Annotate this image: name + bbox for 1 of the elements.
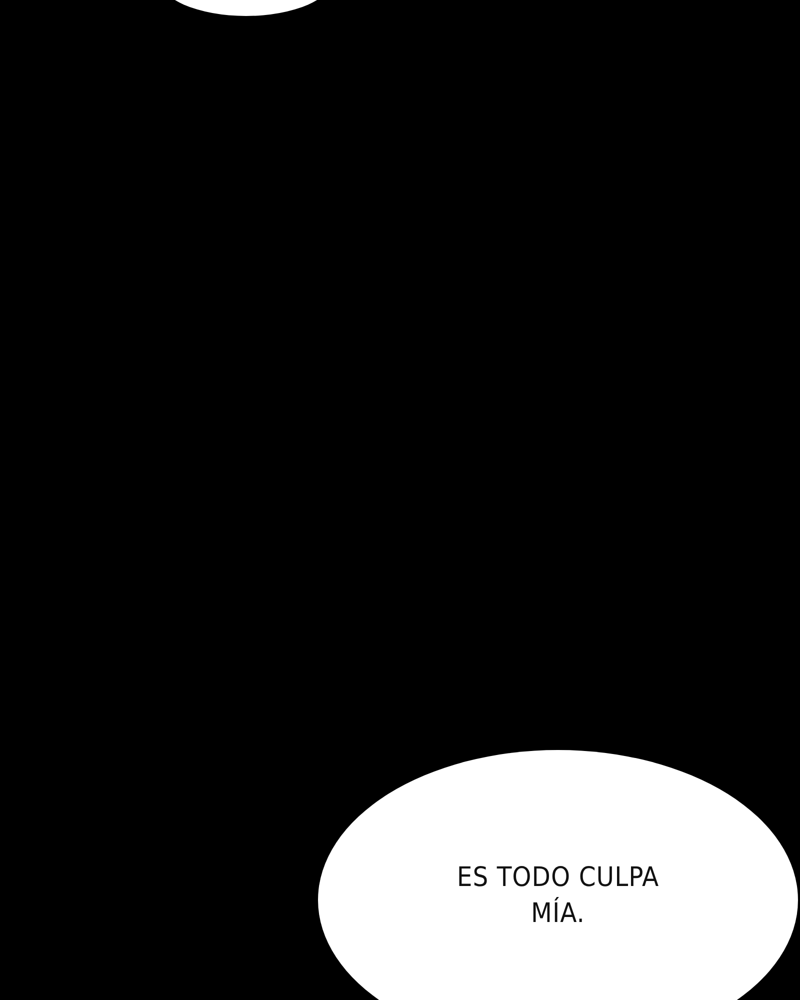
speech-text: ES TODO CULPA MÍA.: [456, 860, 660, 931]
